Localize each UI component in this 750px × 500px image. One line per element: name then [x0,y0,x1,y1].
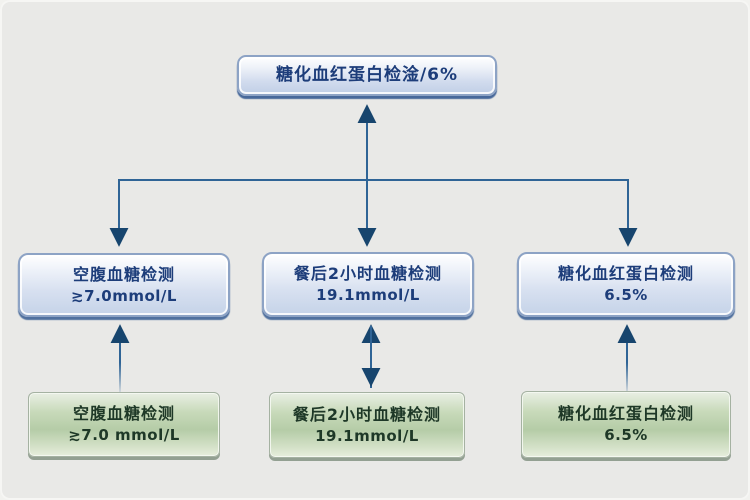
node-postprandial-glucose-green-title: 餐后2小时血糖检测 [292,404,442,424]
node-postprandial-glucose-green-value: 19.1mmol/L [315,426,419,445]
node-hba1c-green: 糖化血红蛋白检测 6.5% [521,391,731,458]
node-hba1c-blue-title: 糖化血红蛋白检测 [557,264,694,284]
node-postprandial-glucose-blue: 餐后2小时血糖检测 19.1mmol/L [262,252,474,317]
node-hba1c-green-value: 6.5% [604,426,648,445]
node-postprandial-glucose-blue-value: 19.1mmol/L [316,286,420,305]
node-postprandial-glucose-green: 餐后2小时血糖检测 19.1mmol/L [269,392,465,458]
node-fasting-glucose-blue-title: 空腹血糖检测 [72,264,175,284]
node-hba1c-blue-value: 6.5% [604,286,648,305]
node-fasting-glucose-blue-value: ≳7.0mmol/L [71,286,177,305]
node-hba1c-top: 糖化血红蛋白检淦/6% [237,55,497,96]
node-postprandial-glucose-blue-title: 餐后2小时血糖检测 [293,264,443,284]
node-hba1c-top-label: 糖化血红蛋白检淦/6% [275,65,459,86]
node-fasting-glucose-blue: 空腹血糖检测 ≳7.0mmol/L [18,253,230,317]
node-fasting-glucose-green-value: ≳7.0 mmol/L [68,426,180,445]
node-hba1c-blue: 糖化血红蛋白检测 6.5% [517,252,735,317]
node-fasting-glucose-green-title: 空腹血糖检测 [72,404,175,424]
node-fasting-glucose-green: 空腹血糖检测 ≳7.0 mmol/L [28,392,220,457]
node-hba1c-green-title: 糖化血红蛋白检测 [557,404,694,424]
